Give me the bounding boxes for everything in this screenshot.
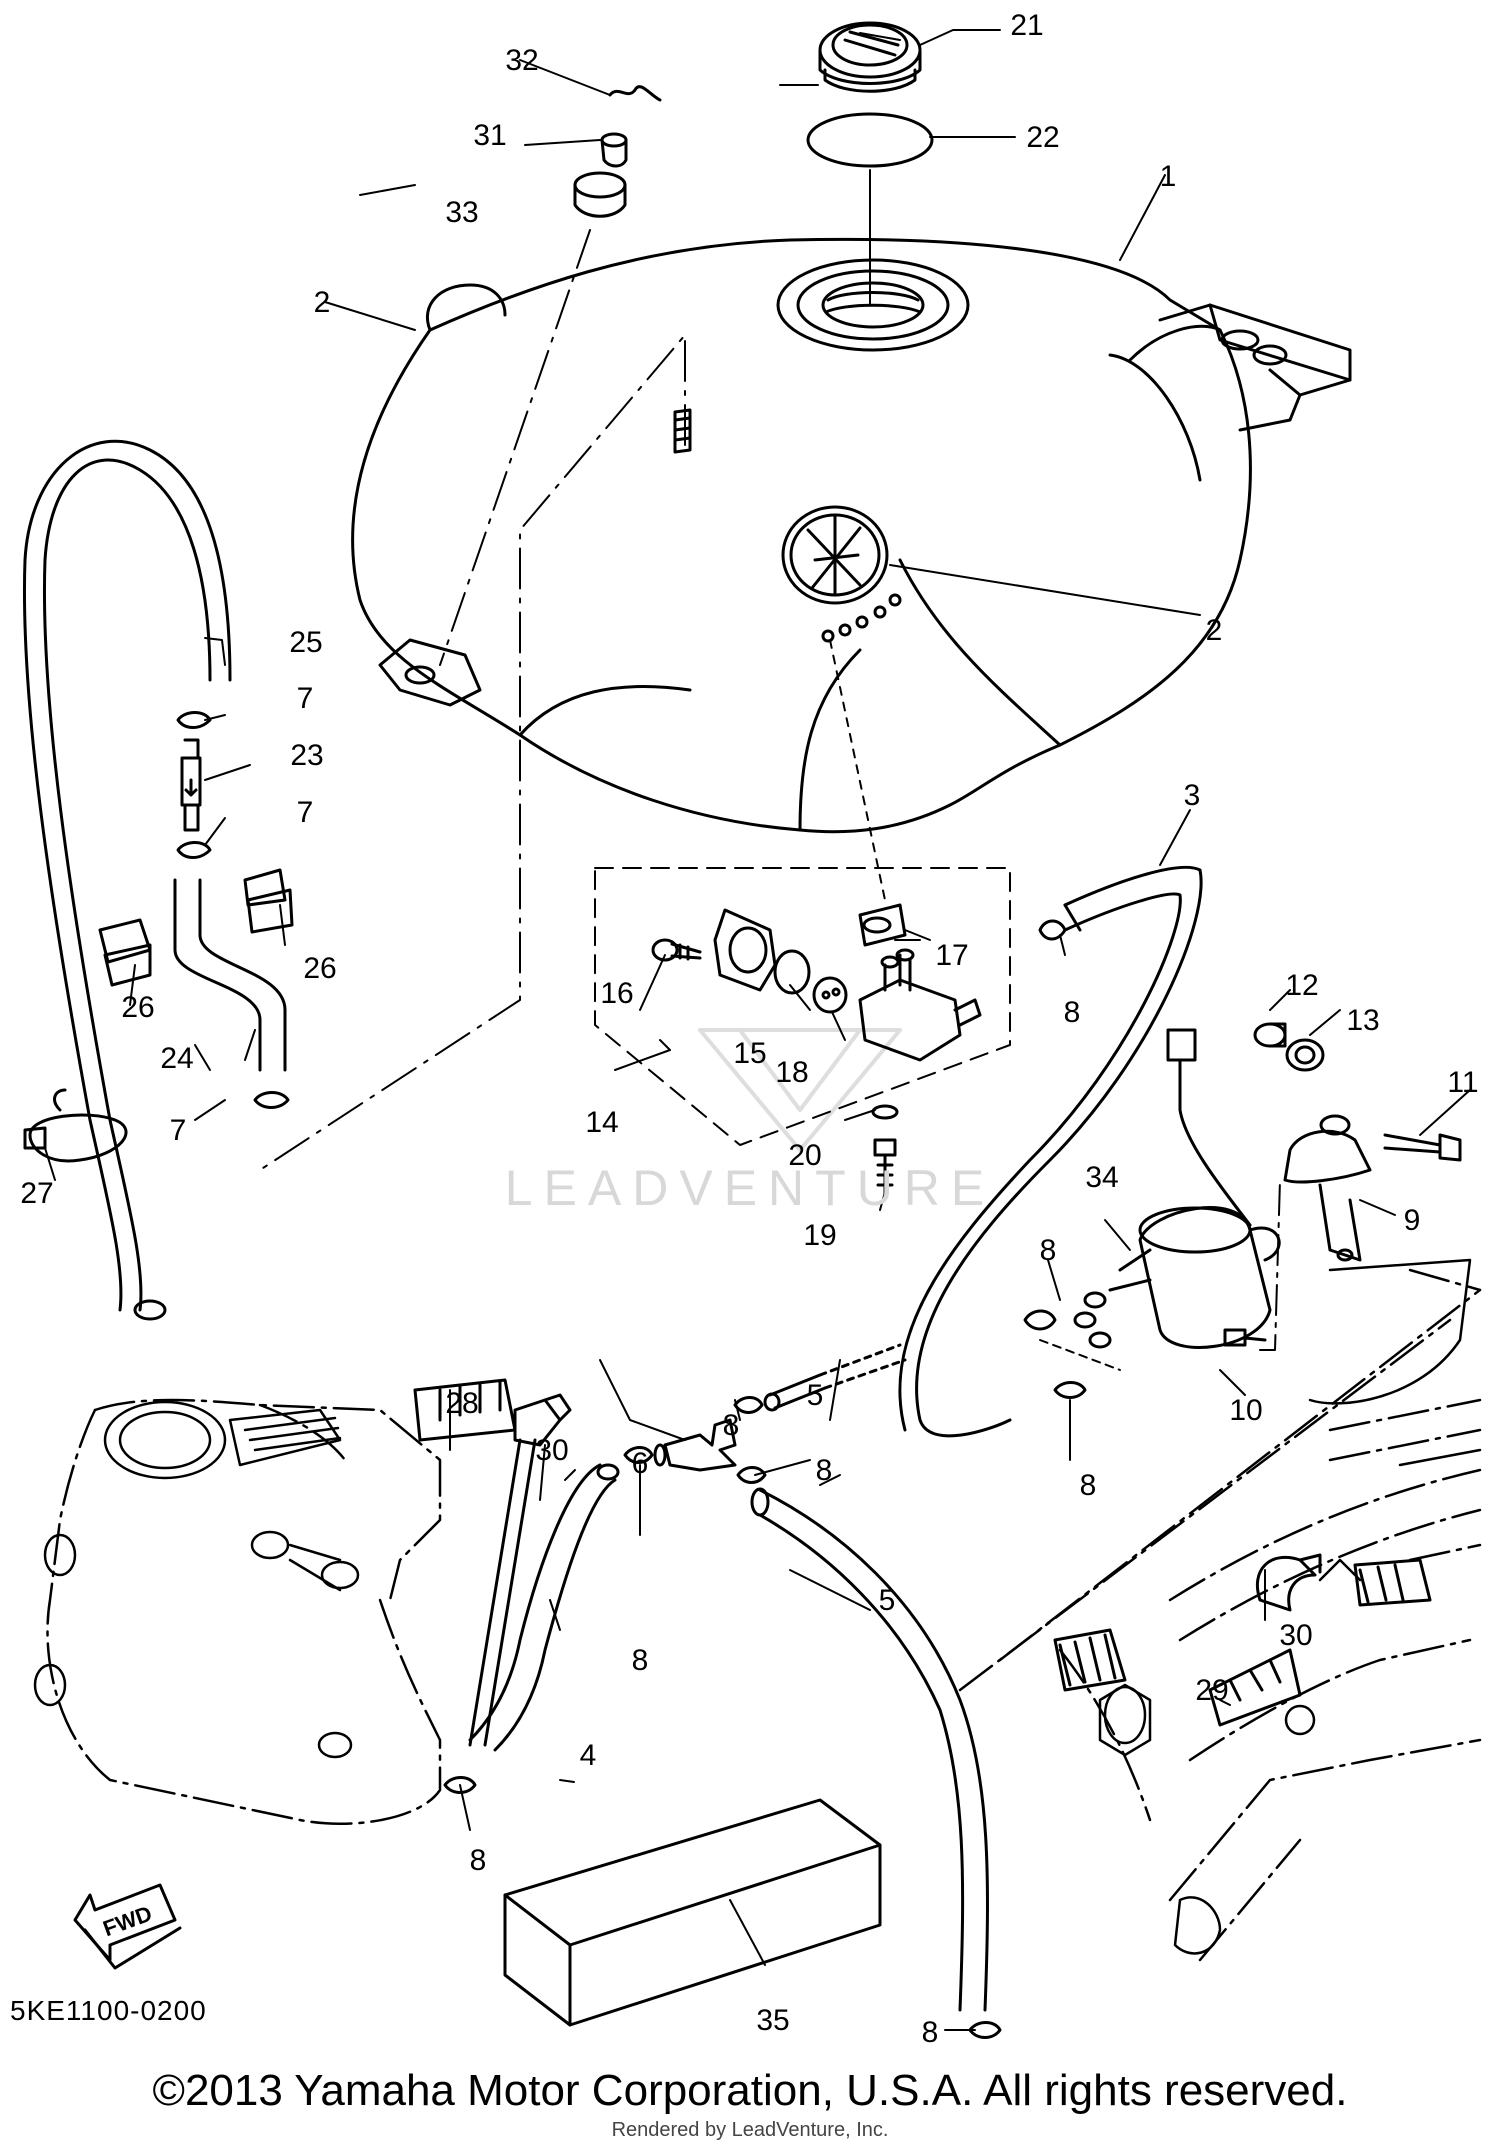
fuel-cap — [818, 21, 922, 93]
callouts: 1 2 2 3 4 5 5 6 7 7 7 8 8 8 8 8 8 8 8 9 … — [20, 9, 1478, 2049]
callout-25: 25 — [289, 626, 322, 659]
callout-8: 8 — [922, 2016, 939, 2049]
callout-30: 30 — [1279, 1619, 1312, 1652]
fuel-hose — [898, 865, 1203, 1438]
fuel-hose-lower — [750, 1487, 989, 2012]
engine-outline — [46, 1398, 442, 1825]
callout-31: 31 — [473, 119, 506, 152]
cable-tie-30 — [468, 1393, 572, 1747]
callout-5: 5 — [807, 1379, 824, 1412]
callout-10: 10 — [1229, 1394, 1262, 1427]
callout-29: 29 — [1195, 1674, 1228, 1707]
callout-13: 13 — [1346, 1004, 1379, 1037]
hose-joint — [653, 1418, 737, 1472]
foam-block — [503, 1798, 882, 2027]
callout-17: 17 — [935, 939, 968, 972]
callout-14: 14 — [585, 1106, 618, 1139]
callout-21: 21 — [1010, 9, 1043, 42]
callout-18: 18 — [775, 1056, 808, 1089]
callout-22: 22 — [1026, 121, 1059, 154]
frame-outline — [958, 1268, 1482, 1962]
callout-34: 34 — [1085, 1161, 1118, 1194]
callout-23: 23 — [290, 739, 323, 772]
watermark — [698, 1028, 902, 1152]
callout-30: 30 — [535, 1434, 568, 1467]
callout-8: 8 — [632, 1644, 649, 1677]
watermark-text: LEADVENTURE — [505, 1160, 996, 1216]
frame-details — [1098, 1258, 1482, 1955]
callout-8: 8 — [1040, 1234, 1057, 1267]
callout-11: 11 — [1447, 1066, 1478, 1099]
damper-29 — [1208, 1648, 1302, 1727]
callout-8: 8 — [1064, 996, 1081, 1029]
callout-8: 8 — [470, 1844, 487, 1877]
callout-12: 12 — [1285, 969, 1318, 1002]
rendered-by-note: Rendered by LeadVenture, Inc. — [611, 2119, 889, 2141]
callout-32: 32 — [505, 44, 538, 77]
copyright-notice: ©2013 Yamaha Motor Corporation, U.S.A. A… — [152, 2066, 1348, 2115]
callout-7: 7 — [170, 1114, 187, 1147]
fuel-hose-upper — [763, 1343, 907, 1412]
o-ring — [806, 112, 934, 168]
fwd-label: FWD — [100, 1901, 156, 1942]
callout-20: 20 — [788, 1139, 821, 1172]
callout-33: 33 — [445, 196, 478, 229]
callout-24: 24 — [160, 1042, 193, 1075]
vacuum-hose — [173, 878, 287, 1072]
callout-8: 8 — [723, 1409, 740, 1442]
callout-2: 2 — [314, 286, 331, 319]
callout-3: 3 — [1184, 779, 1201, 812]
callout-1: 1 — [1160, 160, 1177, 193]
leader-lines — [44, 29, 1471, 2031]
fwd-arrow-icon — [73, 1883, 182, 1970]
callout-8: 8 — [1080, 1469, 1097, 1502]
breather-hose — [22, 439, 232, 1321]
holder-blocks — [98, 868, 294, 987]
callout-5: 5 — [879, 1584, 896, 1617]
callout-15: 15 — [733, 1037, 766, 1070]
diagram-code: 5KE1100-0200 — [10, 1995, 207, 2026]
callout-7: 7 — [297, 682, 314, 715]
callout-8: 8 — [816, 1454, 833, 1487]
engine-details — [33, 1400, 360, 1759]
callout-16: 16 — [600, 977, 633, 1010]
callout-4: 4 — [580, 1739, 597, 1772]
fuel-cock — [651, 903, 982, 1197]
callout-26: 26 — [121, 991, 154, 1024]
callout-26: 26 — [303, 952, 336, 985]
pump-bracket — [1223, 1022, 1462, 1347]
callout-28: 28 — [445, 1387, 478, 1420]
callout-27: 27 — [20, 1177, 53, 1210]
fuel-tank — [351, 237, 1352, 834]
callout-7: 7 — [297, 796, 314, 829]
callout-6: 6 — [632, 1447, 649, 1480]
fuel-pump — [1073, 1028, 1281, 1349]
callout-35: 35 — [756, 2004, 789, 2037]
callout-2: 2 — [1206, 614, 1223, 647]
callout-9: 9 — [1404, 1204, 1421, 1237]
frame-dampers — [1053, 1558, 1432, 1692]
callout-19: 19 — [803, 1219, 836, 1252]
clamp-30 — [1255, 1553, 1322, 1612]
grommet-set — [573, 85, 662, 218]
